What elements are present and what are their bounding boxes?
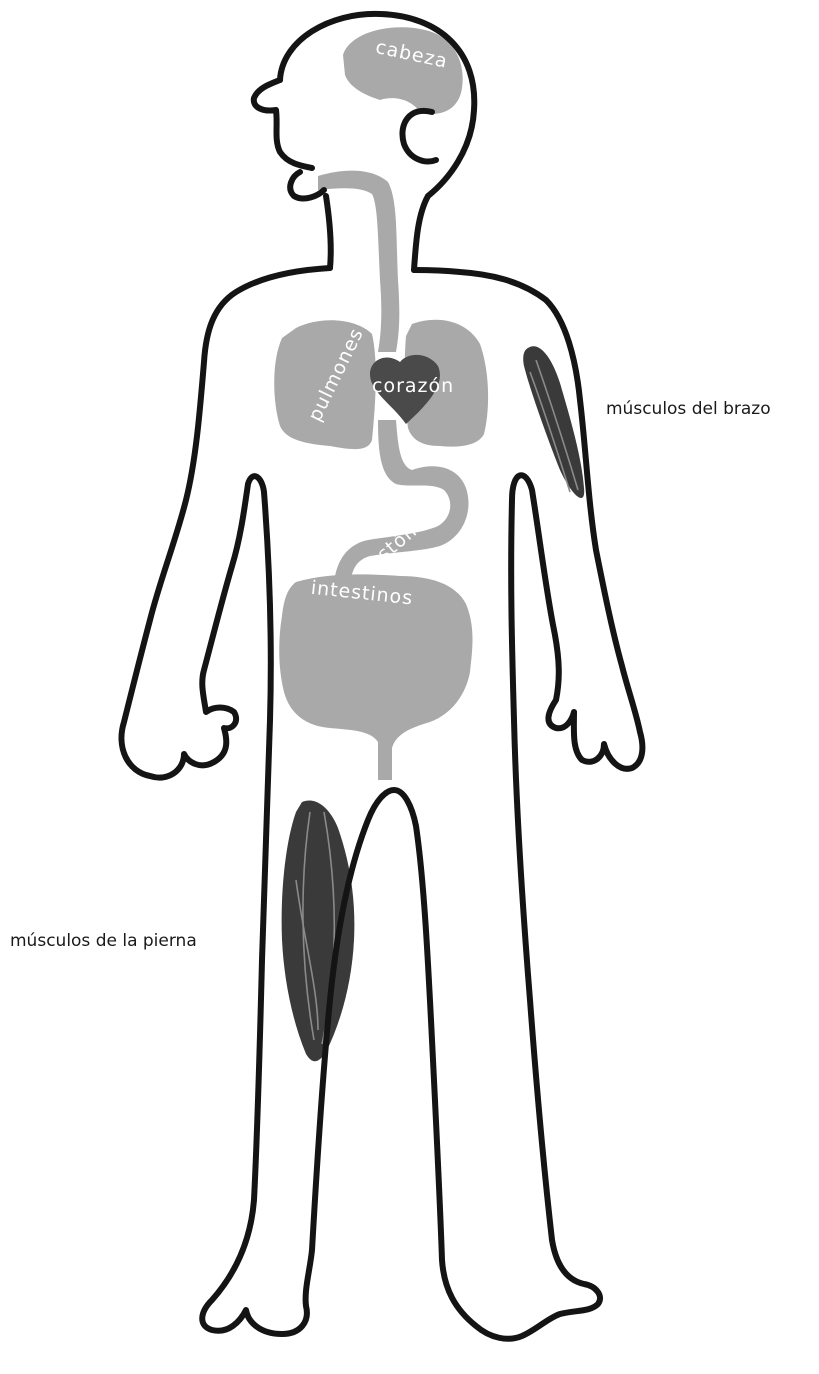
ear-outline [402,111,436,162]
label-heart: corazón [372,375,454,397]
label-arm-muscles: músculos del brazo [606,399,771,419]
label-leg-muscles: músculos de la pierna [10,931,197,951]
neck-left-outline [326,196,331,268]
face-outline [254,80,324,198]
